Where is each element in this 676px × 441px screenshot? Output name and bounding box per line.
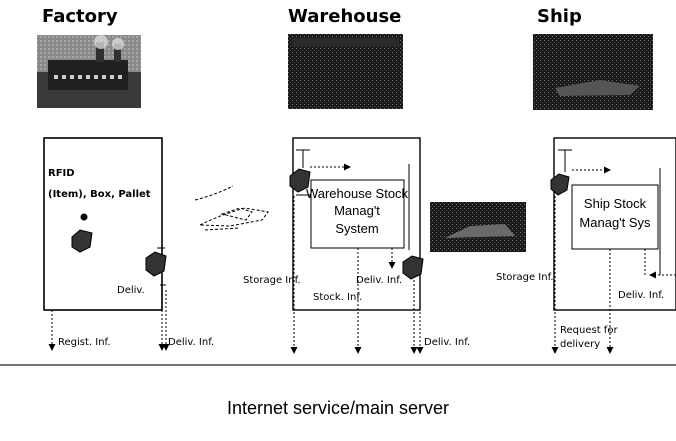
warehouse-deliv-label: Deliv. Inf.: [356, 275, 402, 286]
factory-deliv-inf-label: Deliv. Inf.: [168, 337, 214, 348]
rfid-types-label: (Item), Box, Pallet: [48, 189, 151, 200]
factory-image: [37, 35, 141, 108]
warehouse-system-line1: Warehouse Stock: [306, 186, 409, 201]
truck-image: [430, 202, 526, 252]
warehouse-system-line2: Manag't: [334, 203, 380, 218]
warehouse-image: [288, 34, 403, 109]
warehouse-storage-label: Storage Inf.: [243, 275, 301, 286]
warehouse-deliv-inf-label: Deliv. Inf.: [424, 337, 470, 348]
item-box-icon: [72, 230, 92, 252]
stock-inf-label: Stock. Inf.: [313, 292, 362, 303]
request-line1: Request for: [560, 325, 618, 336]
ship-system-line1: Ship Stock: [584, 196, 647, 211]
transport-sketch: [195, 186, 268, 230]
warehouse-system-line3: System: [335, 221, 378, 236]
rfid-tag-dot: [81, 214, 88, 221]
ship-deliv-label: Deliv. Inf.: [618, 290, 664, 301]
factory-deliv-label: Deliv.: [117, 285, 145, 296]
rfid-label: RFID: [48, 168, 75, 179]
server-label: Internet service/main server: [0, 398, 676, 419]
ship-system-line2: Manag't Sys: [579, 215, 651, 230]
regist-inf-label: Regist. Inf.: [58, 337, 111, 348]
ship-storage-label: Storage Inf.: [496, 272, 554, 283]
factory-reader-icon: [146, 252, 166, 276]
ship-image: [533, 34, 653, 110]
request-line2: delivery: [560, 339, 600, 350]
